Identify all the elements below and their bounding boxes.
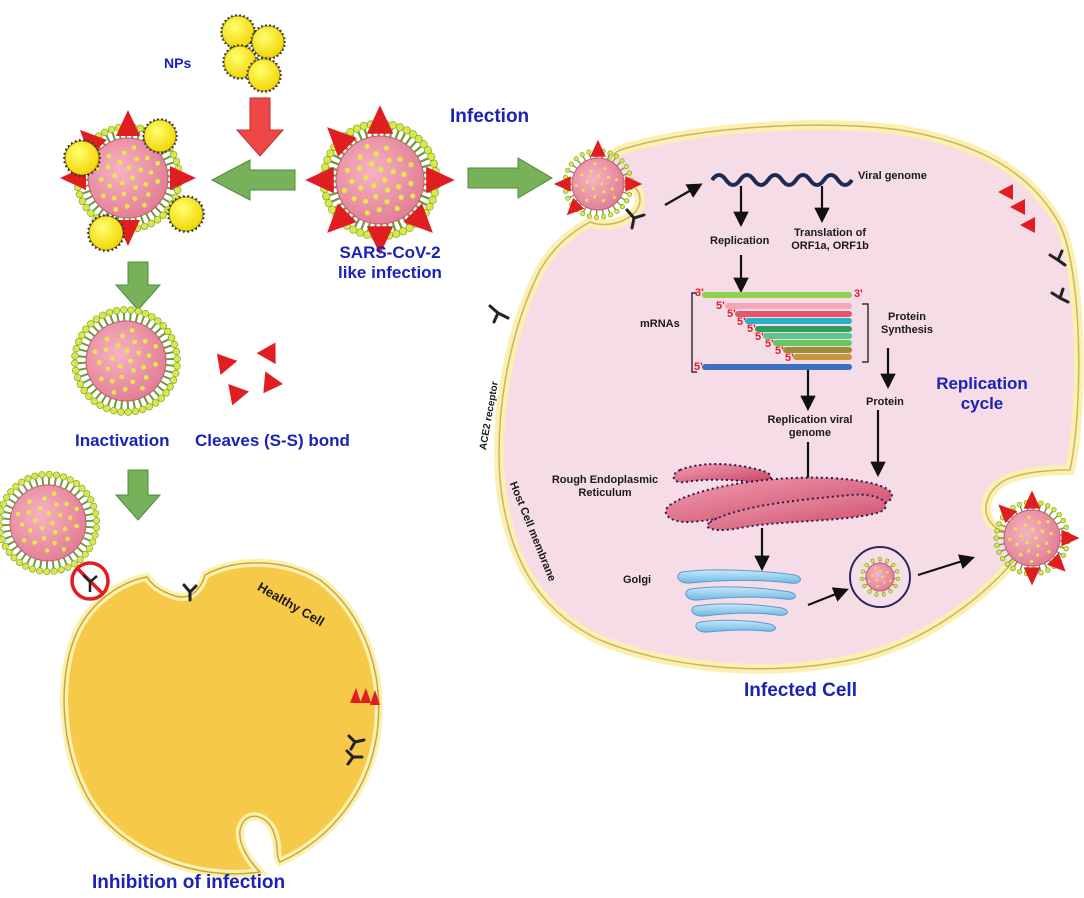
translation-label-line1: Translation of	[793, 227, 867, 239]
red-arrow	[235, 97, 285, 157]
mrnas-label: mRNAs	[640, 318, 680, 330]
cleaves-label: Cleaves (S-S) bond	[195, 431, 350, 450]
sars-label: SARS-CoV-2 like infection	[330, 243, 450, 282]
entering-virus	[553, 139, 643, 220]
infected-cell-label: Infected Cell	[744, 680, 857, 701]
replication-viral-genome-label: Replication viral genome	[755, 414, 865, 439]
golgi-apparatus	[677, 569, 801, 633]
five-prime-7: 5'	[775, 345, 784, 357]
nanoparticle	[219, 13, 257, 51]
viral-genome-label: Viral genome	[858, 170, 927, 182]
nanoparticle	[86, 213, 126, 253]
viral-genome-strand	[710, 173, 854, 187]
five-prime-4: 5'	[747, 323, 756, 335]
mrna-stack	[691, 292, 869, 373]
spike-fragment	[263, 371, 283, 394]
released-virus	[993, 490, 1080, 586]
central-virus	[305, 105, 455, 255]
five-prime-bottom: 5'	[694, 361, 703, 373]
rough-er-line2: Reticulum	[578, 486, 632, 499]
translation-label-line2: ORF1a, ORF1b	[791, 239, 869, 252]
replication-cycle-line1: Replication	[936, 374, 1028, 393]
rough-er-label: Rough Endoplasmic Reticulum	[545, 474, 665, 499]
protein-synthesis-label: Protein Synthesis	[872, 311, 942, 336]
infected-cell-receptors	[488, 208, 1070, 324]
nanoparticle	[166, 194, 206, 234]
infected-cell-spikes	[998, 184, 1035, 233]
replication-label: Replication	[710, 235, 770, 247]
replication-viral-line2: genome	[788, 426, 832, 439]
infection-label: Infection	[450, 106, 530, 127]
golgi-label: Golgi	[623, 574, 652, 586]
pathway-arrows	[664, 183, 975, 607]
healthy-cell-spikes	[350, 688, 380, 705]
replication-viral-line1: Replication viral	[767, 414, 853, 426]
nps-label: NPs	[164, 55, 192, 71]
three-prime-right: 3'	[854, 288, 863, 300]
nanoparticle	[245, 56, 283, 94]
five-prime-2: 5'	[727, 308, 736, 320]
vesicle-virus	[860, 556, 900, 597]
five-prime-3: 5'	[737, 316, 746, 328]
protein-synthesis-line2: Synthesis	[881, 323, 933, 336]
five-prime-8: 5'	[785, 352, 794, 364]
nanoparticle	[62, 138, 102, 178]
sars-label-line2: like infection	[338, 262, 442, 282]
sars-label-line1: SARS-CoV-2	[339, 243, 441, 262]
green-arrows	[114, 157, 553, 521]
rough-er-line1: Rough Endoplasmic	[551, 474, 659, 486]
five-prime-1: 5'	[716, 300, 725, 312]
spike-fragment	[256, 342, 276, 365]
translation-label: Translation of ORF1a, ORF1b	[785, 227, 875, 252]
replication-cycle-line2: cycle	[960, 393, 1004, 413]
spike-fragment	[216, 353, 238, 375]
particle-layer	[0, 13, 1080, 597]
prohibit-icon	[70, 561, 110, 601]
spike-fragment	[228, 384, 249, 406]
five-prime-6: 5'	[765, 338, 774, 350]
inhibition-label: Inhibition of infection	[92, 872, 286, 893]
blocked-virus	[0, 470, 101, 576]
rough-er	[664, 463, 893, 531]
healthy-cell	[60, 558, 383, 878]
nanoparticle	[141, 117, 179, 155]
three-prime-left: 3'	[695, 287, 704, 299]
protein-synthesis-line1: Protein	[888, 311, 926, 323]
healthy-cell-receptors	[182, 583, 366, 766]
five-prime-5: 5'	[755, 331, 764, 343]
infected-cell	[494, 120, 1084, 674]
np-bound-virus	[60, 110, 196, 246]
inactivated-virus	[71, 306, 181, 416]
inactivation-label: Inactivation	[75, 431, 170, 450]
replication-cycle-label: Replication cycle	[932, 374, 1032, 413]
protein-label: Protein	[866, 396, 904, 408]
nanoparticle	[249, 23, 287, 61]
